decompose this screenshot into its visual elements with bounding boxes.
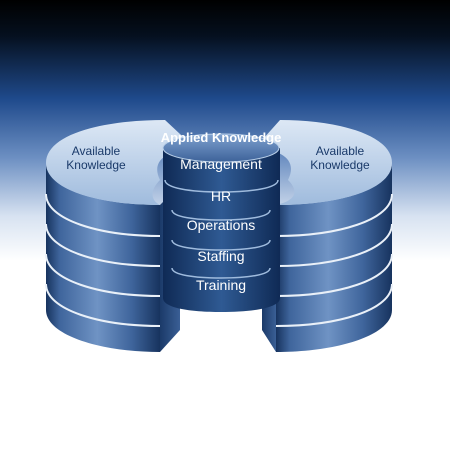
core-layer-label: Management	[180, 156, 262, 172]
core-layer-label: Staffing	[197, 248, 244, 264]
core-layer-label: Operations	[187, 217, 255, 233]
core-stack	[162, 133, 280, 312]
left-available-label-line2: Knowledge	[66, 158, 126, 172]
right-available-label-line1: Available	[316, 144, 365, 158]
core-layer-label: Training	[196, 277, 246, 293]
left-available-label-line1: Available	[72, 144, 121, 158]
right-available-label-line2: Knowledge	[310, 158, 370, 172]
core-layer-label: HR	[211, 188, 231, 204]
core-top-label: Applied Knowledge	[161, 130, 282, 145]
